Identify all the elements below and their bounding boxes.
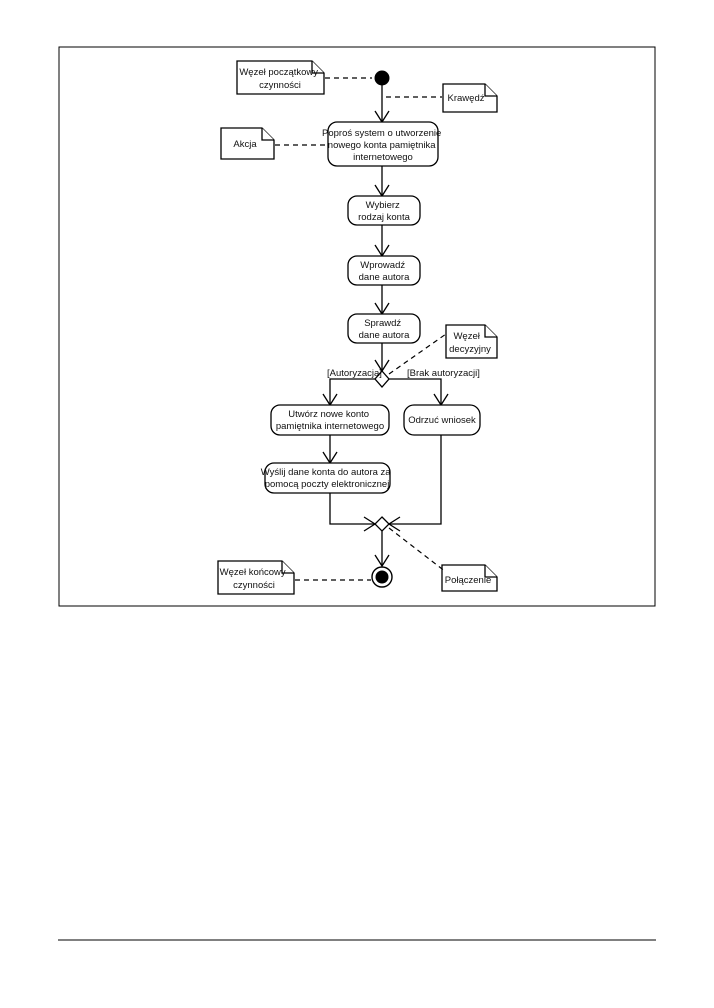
action-reject-request: Odrzuć wniosek [403, 404, 481, 436]
action-label: Utwórz nowe konto pamiętnika internetowe… [276, 409, 384, 432]
note-initial-node: Węzeł początkowy czynności [236, 60, 325, 95]
edge-reject-to-merge [389, 435, 442, 525]
diagram-frame [58, 46, 656, 607]
action-enter-author-data: Wprowadź dane autora [347, 255, 421, 286]
action-choose-account-type: Wybierz rodzaj konta [347, 195, 421, 226]
note-merge: Połączenie [441, 564, 498, 592]
action-check-author-data: Sprawdź dane autora [347, 313, 421, 344]
notes: Węzeł początkowy czynności Krawędź Akcja [217, 60, 498, 595]
svg-text:Węzeł decyzyjny: Węzeł decyzyjny [449, 331, 491, 355]
action-create-account: Utwórz nowe konto pamiętnika internetowe… [270, 404, 390, 436]
svg-text:Węzeł końcowy czynnośc: Węzeł końcowy czynności [220, 567, 289, 591]
note-anchor-merge [388, 527, 447, 573]
nodes: Poproś system o utworzenie nowego konta … [261, 70, 481, 588]
action-request-account: Poproś system o utworzenie nowego konta … [322, 121, 444, 167]
svg-text:Węzeł początkowy czynn: Węzeł początkowy czynności [239, 67, 320, 91]
action-label: Wyślij dane konta do autora za pomocą po… [261, 467, 393, 490]
edge-decision-to-reject [389, 378, 442, 405]
action-send-account-data: Wyślij dane konta do autora za pomocą po… [261, 462, 393, 494]
action-label: Wybierz rodzaj konta [358, 200, 410, 223]
guard-not-authorized: [Brak autoryzacji] [407, 368, 480, 379]
note-action: Akcja [220, 127, 275, 160]
svg-text:Akcja: Akcja [233, 139, 257, 150]
note-decision-node: Węzeł decyzyjny [445, 324, 498, 359]
note-edge: Krawędź [442, 83, 498, 113]
action-label: Odrzuć wniosek [408, 415, 476, 426]
note-anchor-decision [388, 333, 447, 375]
arrowhead [374, 554, 390, 568]
action-label: Wprowadź dane autora [359, 260, 410, 283]
edges [322, 85, 449, 568]
guard-authorized: [Autoryzacja] [327, 368, 382, 379]
edge-send-to-merge [329, 493, 375, 525]
decision-node [374, 370, 390, 388]
note-final-node: Węzeł końcowy czynności [217, 560, 295, 595]
svg-text:Połączenie: Połączenie [445, 575, 491, 586]
action-label: Poproś system o utworzenie nowego konta … [322, 128, 444, 163]
final-node [371, 566, 393, 588]
action-label: Sprawdź dane autora [359, 318, 410, 341]
edge-decision-to-create [329, 378, 375, 405]
initial-node [374, 70, 390, 86]
svg-text:Krawędź: Krawędź [448, 93, 485, 104]
merge-node [374, 516, 390, 532]
